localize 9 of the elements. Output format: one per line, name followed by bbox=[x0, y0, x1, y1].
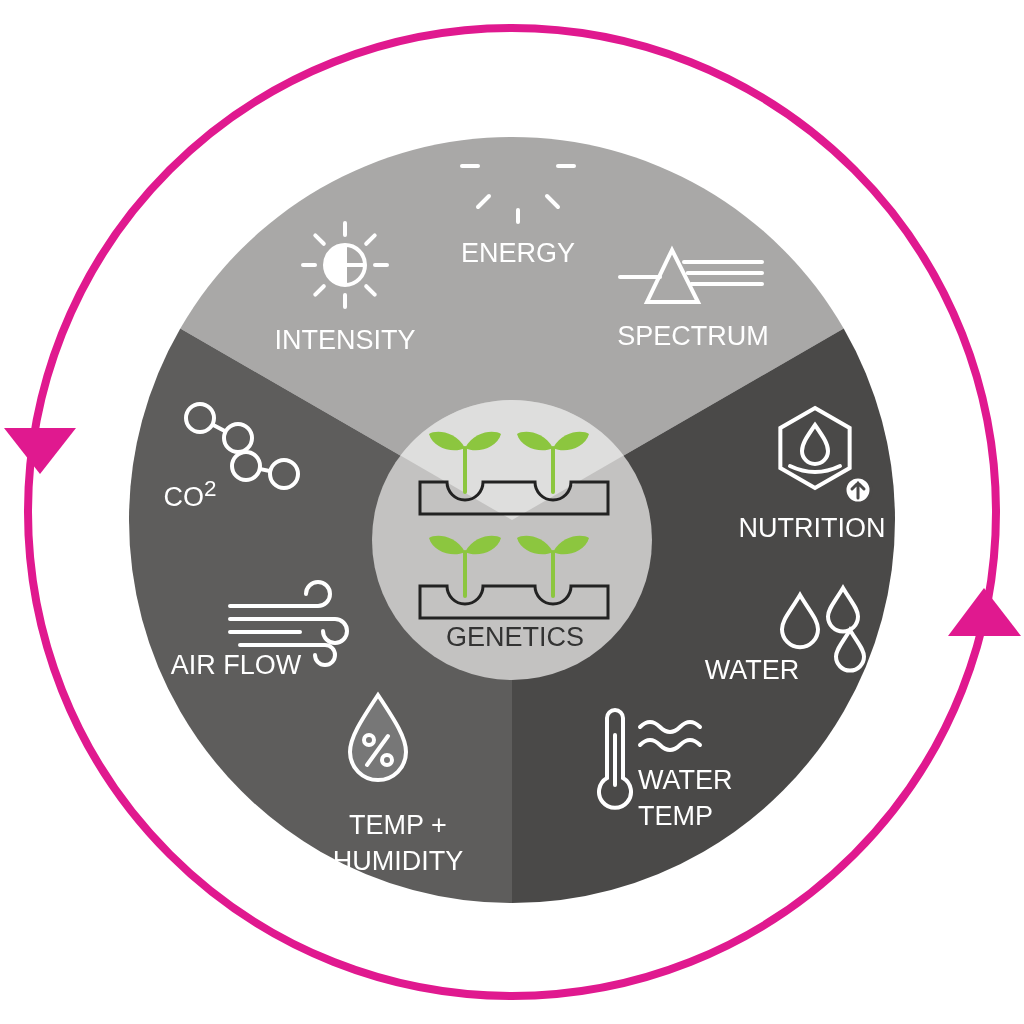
factor-label: ENERGY bbox=[460, 237, 576, 270]
factor-label: AIR FLOW bbox=[169, 649, 303, 682]
factor-label: SPECTRUM bbox=[616, 320, 770, 353]
factor-label: WATER TEMP bbox=[638, 764, 734, 834]
factor-label: GENETICS bbox=[445, 621, 585, 654]
factor-label: WATER bbox=[703, 654, 801, 687]
factor-label: INTENSITY bbox=[273, 324, 417, 357]
factor-label: CO$^{2}$ bbox=[162, 475, 218, 514]
factor-label: NUTRITION bbox=[737, 512, 887, 545]
